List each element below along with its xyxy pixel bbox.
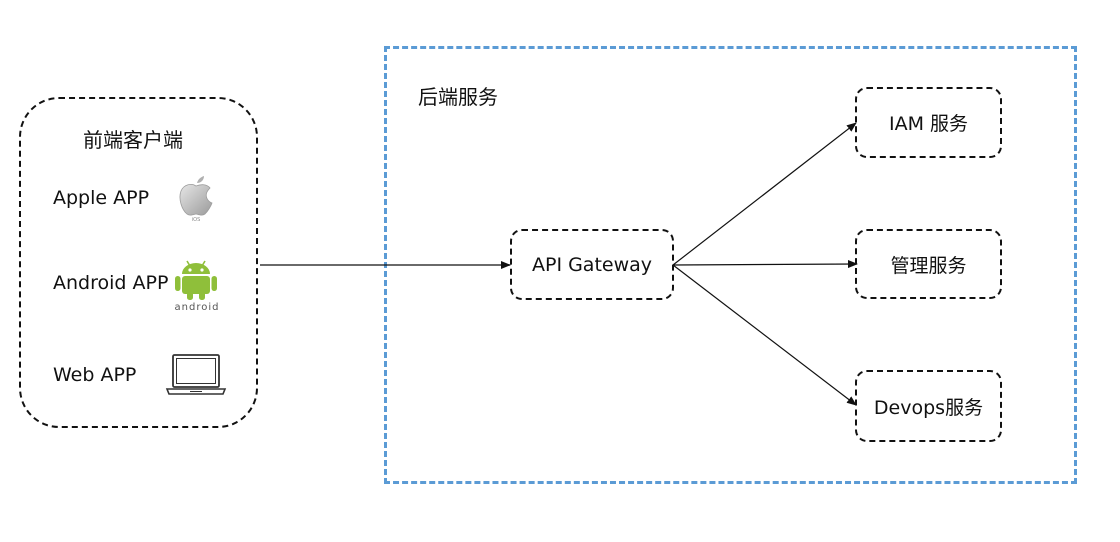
apple-app-label: Apple APP <box>53 187 150 209</box>
android-logo-text: android <box>175 302 220 313</box>
devops-service-node: Devops服务 <box>855 370 1002 442</box>
apple-ios-icon: iOS <box>179 176 213 222</box>
arrow-gateway-to-devops <box>672 264 857 406</box>
api-gateway-node: API Gateway <box>510 229 674 300</box>
frontend-client-box <box>19 97 258 428</box>
arrow-gateway-to-management <box>672 260 858 269</box>
frontend-title: 前端客户端 <box>83 128 183 152</box>
web-app-label: Web APP <box>53 364 137 386</box>
iam-service-label: IAM 服务 <box>888 113 969 135</box>
arrow-gateway-to-iam <box>672 122 857 266</box>
management-service-node: 管理服务 <box>855 229 1002 299</box>
laptop-icon <box>165 354 227 395</box>
android-icon: android <box>175 260 220 313</box>
api-gateway-label: API Gateway <box>531 253 653 276</box>
backend-title: 后端服务 <box>418 85 498 109</box>
svg-text:iOS: iOS <box>192 217 201 222</box>
android-app-label: Android APP <box>53 272 169 294</box>
iam-service-node: IAM 服务 <box>855 87 1002 158</box>
devops-service-label: Devops服务 <box>873 396 984 419</box>
management-service-label: 管理服务 <box>890 254 967 277</box>
